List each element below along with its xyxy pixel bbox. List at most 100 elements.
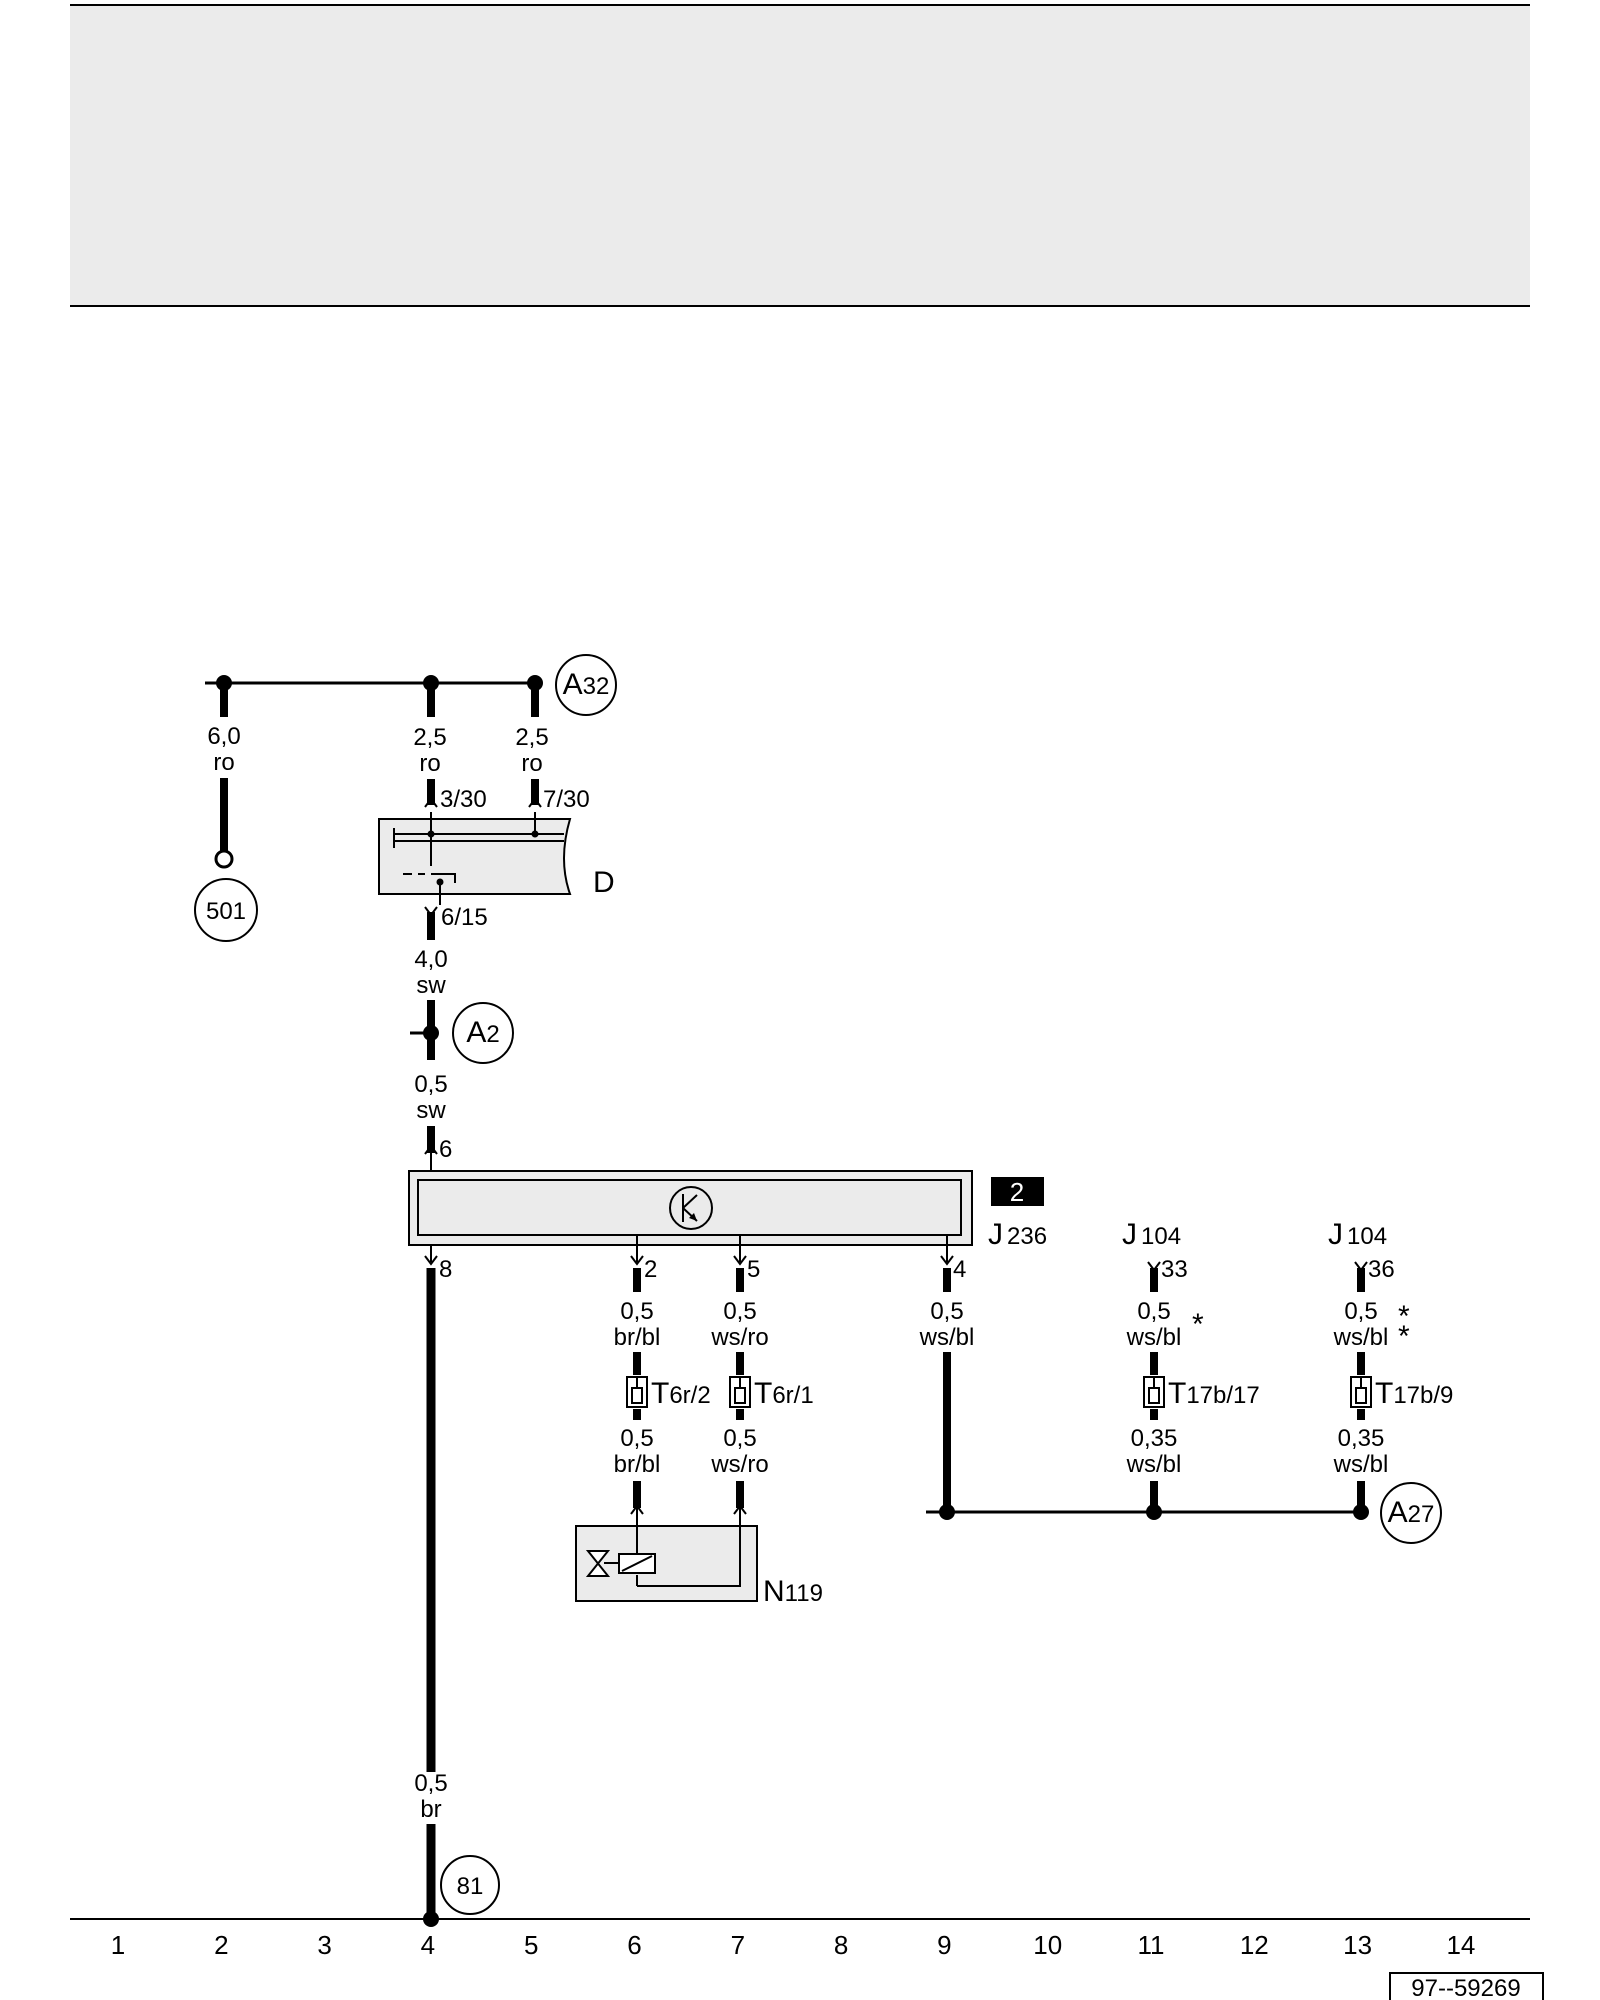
terminal-open [214,849,234,869]
transistor-icon [669,1186,713,1230]
wire-label-size: 0,5 [620,1425,653,1452]
footnote-marker: * [1398,1320,1410,1353]
valve-internal [637,1508,741,1587]
wire-label-size: 2,5 [413,724,446,751]
switch-contact [431,873,456,883]
connector-t6r2 [626,1376,648,1408]
footnote-marker: * [1398,1300,1410,1333]
ruler-number: 10 [1033,1930,1062,1960]
pin-d-3-30: 3/30 [440,786,487,813]
wire-label-size: 2,5 [515,724,548,751]
wire-label-size: 0,5 [723,1298,756,1325]
reference-a2 [452,1002,514,1064]
switch-node [531,830,539,838]
transistor-icon-arrow [689,1213,697,1221]
ruler-number: 7 [731,1930,745,1960]
solenoid-valve-n119 [575,1525,758,1602]
pin-j236-5: 5 [747,1256,760,1283]
ruler-number: 12 [1240,1930,1269,1960]
document-id: 97--59269 [1411,1975,1520,2000]
connector-t6r2-label: T6r/2 [651,1377,711,1410]
connector-t6r1 [729,1376,751,1408]
ignition-switch-d [378,818,572,895]
ruler-number: 1 [111,1930,125,1960]
reference-a2-label: A2 [466,1016,499,1049]
wire-label-color: ws/bl [919,1324,975,1351]
junction-dot [1353,1504,1369,1520]
component-n119-label: N119 [763,1575,823,1608]
ruler-number: 4 [421,1930,435,1960]
pin-j236-8: 8 [439,1256,452,1283]
wire-label-size: 0,5 [1344,1298,1377,1325]
connector-t17b17 [1143,1376,1165,1408]
ruler-number: 6 [627,1930,641,1960]
reference-81 [440,1855,500,1915]
wire-label-color: ws/bl [1126,1324,1182,1351]
control-unit-j236-inner [417,1179,962,1236]
ruler-number: 9 [937,1930,951,1960]
solenoid-coil-icon-slash [621,1555,653,1572]
ruler-number: 2 [214,1930,228,1960]
wire-label-size: 0,5 [1137,1298,1170,1325]
pin-d-6-15: 6/15 [441,904,488,931]
reference-a32-label: A32 [563,668,610,701]
wire-label-color: ro [213,749,234,776]
header-panel [70,4,1530,307]
ruler-number: 8 [834,1930,848,1960]
page-badge [991,1177,1044,1206]
junction-dot [939,1504,955,1520]
wire-label-color: sw [416,972,446,999]
reference-a27 [1380,1482,1442,1544]
wire-label-color: ws/bl [1333,1324,1389,1351]
wire-label-size: 6,0 [207,723,240,750]
wire-label-color: br/bl [614,1324,661,1351]
pin-j236-2: 2 [644,1256,657,1283]
pin-arrow [424,797,438,808]
connector-t17b9 [1350,1376,1372,1408]
connector-t17b17-label: T17b/17 [1168,1377,1260,1410]
wire-label-color: ws/ro [710,1451,768,1478]
reference-501 [194,878,258,942]
pin-arrow [528,797,542,808]
ruler-number: 14 [1446,1930,1475,1960]
wire-label-size: 0,5 [414,1071,447,1098]
wire-label-size: 4,0 [414,946,447,973]
reference-81-label: 81 [457,1873,484,1900]
reference-a27-label: A27 [1388,1496,1435,1529]
pin-j104-36: 36 [1368,1256,1395,1283]
pin-j236-6: 6 [439,1136,452,1163]
pin-arrow [630,1255,644,1266]
reference-a32 [555,654,617,716]
wire-label-color: br [420,1796,441,1823]
wire-label-size: 0,35 [1131,1425,1178,1452]
ruler-number: 5 [524,1930,538,1960]
ruler-number: 11 [1138,1930,1165,1960]
footnote-marker: * [1192,1308,1204,1341]
transistor-icon-leg [682,1194,698,1209]
wire-label-color: ws/bl [1126,1451,1182,1478]
wire-label-size: 0,5 [930,1298,963,1325]
pin-arrow [630,1504,644,1515]
pin-d-7-30: 7/30 [543,786,590,813]
pin-arrow [733,1504,747,1515]
pin-arrow [733,1255,747,1266]
wire-label-size: 0,5 [414,1770,447,1797]
pin-arrow [940,1255,954,1266]
wire-label-color: sw [416,1097,446,1124]
pin-arrow [424,1144,438,1155]
pin-j104-33: 33 [1161,1256,1188,1283]
junction-dot [423,1025,439,1041]
connector-t17b9-label: T17b/9 [1375,1377,1453,1410]
wire-label-size: 0,5 [620,1298,653,1325]
valve-icon [585,1550,611,1577]
junction-dot [1146,1504,1162,1520]
wire-label-color: ro [419,750,440,777]
wire-label-size: 0,5 [723,1425,756,1452]
document-id-box [1389,1972,1544,2000]
ruler-number: 13 [1343,1930,1372,1960]
